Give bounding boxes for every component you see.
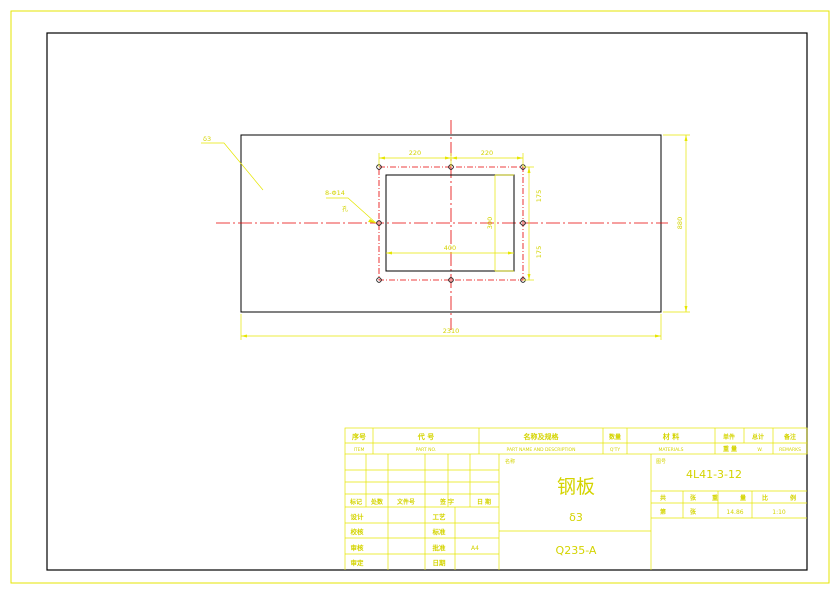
info-page: 第 — [659, 508, 666, 516]
drawing-no-label: 图号 — [656, 459, 666, 465]
bolt-hole — [448, 277, 454, 283]
hole-callout: 8-Φ14 — [325, 189, 345, 197]
rev-count: 处数 — [370, 498, 384, 506]
drawing-number: 4L41-3-12 — [686, 468, 742, 481]
outer-border — [10, 10, 830, 584]
bom-weight-en: W. — [757, 447, 762, 453]
dimension-texts: 220 220 400 2310 880 175 175 300 δ3 8-Φ1… — [203, 135, 684, 335]
bom-material: 材 料 — [662, 432, 679, 441]
bom-remarks-en: REMARKS — [779, 447, 801, 453]
label-standard: 标准 — [432, 527, 447, 536]
bom-seq-en: ITEM — [354, 447, 365, 453]
dim-opening-width: 400 — [444, 244, 456, 252]
hole-mark: 孔 — [342, 205, 348, 213]
name-label: 名称 — [505, 458, 515, 465]
dim-pitch-right: 220 — [481, 149, 493, 157]
dimensions — [201, 134, 690, 340]
bolt-hole — [376, 277, 382, 283]
info-example: 例 — [790, 494, 796, 502]
info-weight-value: 14.86 — [726, 509, 743, 516]
bom-qty: 数量 — [609, 433, 621, 441]
bolt-hole — [520, 220, 526, 226]
rev-signature: 签 字 — [439, 498, 454, 506]
info-weight: 重 — [712, 494, 718, 502]
role-check: 校核 — [351, 527, 365, 536]
plate-outline — [240, 134, 662, 313]
bom-weight: 重 量 — [723, 445, 737, 453]
label-date: 日期 — [433, 558, 447, 567]
plate-view — [216, 120, 668, 330]
bom-name-spec: 名称及规格 — [524, 432, 560, 441]
bom-remarks: 备注 — [783, 433, 796, 441]
rev-date: 日 期 — [477, 498, 491, 506]
opening-outline — [385, 174, 515, 272]
info-sheet: 张 — [690, 494, 697, 502]
part-name: 钢板 — [557, 476, 595, 498]
role-approve: 审定 — [351, 558, 365, 567]
inner-frame — [46, 32, 808, 571]
part-thickness: δ3 — [569, 511, 583, 524]
role-review: 审核 — [351, 543, 365, 552]
dim-overall-height: 880 — [676, 217, 684, 229]
bom-code: 代 号 — [417, 432, 434, 441]
role-design: 设计 — [351, 512, 365, 521]
sheet-size: A4 — [471, 545, 479, 552]
info-scale: 比 — [762, 494, 768, 502]
dim-pitch-left: 220 — [409, 149, 421, 157]
bolt-hole — [376, 220, 382, 226]
bom-code-en: PART NO. — [416, 447, 437, 453]
bom-total-weight: 总计 — [752, 433, 764, 441]
info-amount: 量 — [740, 494, 746, 502]
dim-overall-width: 2310 — [443, 327, 460, 335]
part-material: Q235-A — [556, 544, 597, 557]
dimension-arrows — [241, 135, 688, 338]
bom-qty-en: Q'TY — [610, 447, 621, 453]
dim-pitch-upper: 175 — [535, 190, 543, 202]
info-page-sheet: 张 — [690, 508, 697, 516]
label-craft: 工艺 — [433, 512, 447, 521]
dim-opening-height: 300 — [486, 217, 494, 229]
dim-pitch-lower: 175 — [535, 246, 543, 258]
bolt-holes — [376, 164, 526, 283]
bom-name-spec-en: PART NAME AND DESCRIPTION — [507, 447, 576, 453]
label-approve: 批准 — [433, 543, 447, 552]
rev-mark: 标记 — [349, 498, 362, 506]
rev-doc-no: 文件号 — [396, 498, 415, 506]
info-scale-value: 1:10 — [772, 509, 786, 516]
title-block: 序号 ITEM 代 号 PART NO. 名称及规格 PART NAME AND… — [344, 427, 808, 570]
info-total: 共 — [660, 494, 666, 502]
part-thickness-label: δ3 — [203, 135, 211, 143]
bom-seq: 序号 — [351, 432, 366, 441]
bom-material-en: MATERIALS — [658, 447, 683, 453]
bom-unit-weight: 单件 — [723, 433, 735, 441]
